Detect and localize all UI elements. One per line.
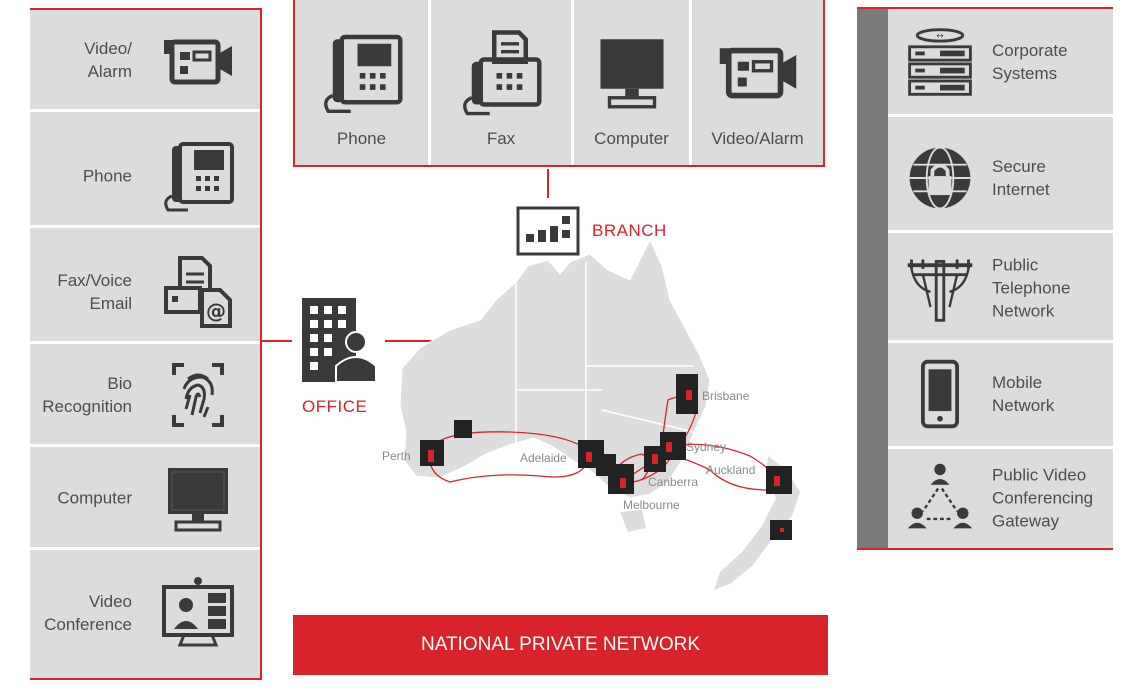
left-item-label: Bio Recognition: [42, 373, 132, 416]
left-item-label: Phone: [82, 166, 132, 185]
top-item-label: Computer: [594, 129, 669, 148]
top-item-phone: Phone: [295, 0, 431, 165]
right-item-label: Public Telephone Network: [992, 255, 1071, 320]
office-building-icon: [302, 298, 377, 383]
national-private-network-banner: NATIONAL PRIVATE NETWORK: [293, 615, 828, 675]
phone-icon: [164, 141, 234, 211]
monitor-icon: [168, 467, 228, 531]
svg-text:↔: ↔: [936, 31, 943, 41]
phone-icon: [323, 34, 402, 113]
office-label: OFFICE: [302, 397, 368, 416]
server-icon: ↔: [908, 27, 972, 96]
right-item-mobile-network: Mobile Network: [888, 341, 1113, 449]
svg-text:@: @: [206, 299, 226, 323]
fax-email-icon: @: [164, 255, 232, 328]
video-camera-icon: [164, 39, 232, 84]
top-item-computer: Computer: [574, 0, 692, 165]
top-item-fax: Fax: [431, 0, 574, 165]
top-panel: Phone Fax Computer Vi: [293, 0, 825, 167]
video-conference-icon: [162, 577, 234, 647]
mobile-phone-icon: [921, 359, 959, 428]
fingerprint-icon: [172, 362, 224, 427]
right-panel-bar: [857, 9, 888, 548]
video-camera-icon: [719, 47, 796, 99]
left-item-phone: Phone: [30, 126, 260, 228]
left-item-computer: Computer: [30, 448, 260, 550]
top-item-label: Fax: [486, 129, 516, 148]
city-labels: Perth Adelaide Melbourne Canberra Sydney…: [382, 389, 755, 512]
branch-building-icon: [516, 206, 580, 256]
right-item-label: Secure Internet: [992, 156, 1050, 199]
branch-label: BRANCH: [592, 221, 667, 240]
right-item-label: Public Video Conferencing Gateway: [992, 465, 1094, 530]
city-label-sydney: Sydney: [686, 440, 726, 454]
fax-icon: [463, 30, 542, 116]
left-item-label: Video Conference: [44, 592, 132, 634]
left-item-fax-voice-email: Fax/Voice Email @: [30, 242, 260, 344]
australia-mainland: [399, 238, 711, 499]
right-panel: ↔ Corporate Systems Secure Internet: [857, 7, 1113, 550]
left-panel: Video/ Alarm Phone Fax/Voice Email: [30, 8, 262, 680]
left-item-video-alarm: Video/ Alarm: [30, 10, 260, 112]
site-markers: [420, 374, 792, 540]
top-item-label: Phone: [336, 129, 387, 148]
banner-label: NATIONAL PRIVATE NETWORK: [420, 634, 701, 655]
right-item-public-telephone-network: Public Telephone Network: [888, 235, 1113, 343]
left-item-label: Computer: [57, 488, 132, 507]
right-item-secure-internet: Secure Internet: [888, 125, 1113, 233]
city-label-brisbane: Brisbane: [702, 389, 750, 403]
monitor-icon: [600, 39, 663, 109]
city-label-melbourne: Melbourne: [623, 498, 680, 512]
city-label-auckland: Auckland: [706, 463, 755, 477]
top-item-video-alarm: Video/Alarm: [692, 0, 823, 165]
network-people-icon: [907, 463, 973, 528]
right-item-label: Corporate Systems: [992, 40, 1068, 83]
right-item-public-video-conferencing-gateway: Public Video Conferencing Gateway: [888, 445, 1113, 550]
city-label-adelaide: Adelaide: [520, 451, 567, 465]
australia-map: Perth Adelaide Melbourne Canberra Sydney…: [382, 238, 800, 590]
top-item-label: Video/Alarm: [711, 129, 804, 148]
left-item-label: Fax/Voice Email: [57, 270, 132, 313]
city-label-canberra: Canberra: [648, 475, 698, 489]
secure-globe-icon: [909, 146, 971, 209]
left-item-label: Video/ Alarm: [84, 38, 132, 81]
telephone-pole-icon: [907, 259, 973, 322]
right-item-corporate-systems: ↔ Corporate Systems: [888, 9, 1113, 117]
left-item-bio-recognition: Bio Recognition: [30, 345, 260, 447]
city-label-perth: Perth: [382, 449, 411, 463]
tasmania: [620, 510, 646, 532]
left-item-video-conference: Video Conference: [30, 562, 260, 664]
right-item-label: Mobile Network: [992, 372, 1055, 415]
